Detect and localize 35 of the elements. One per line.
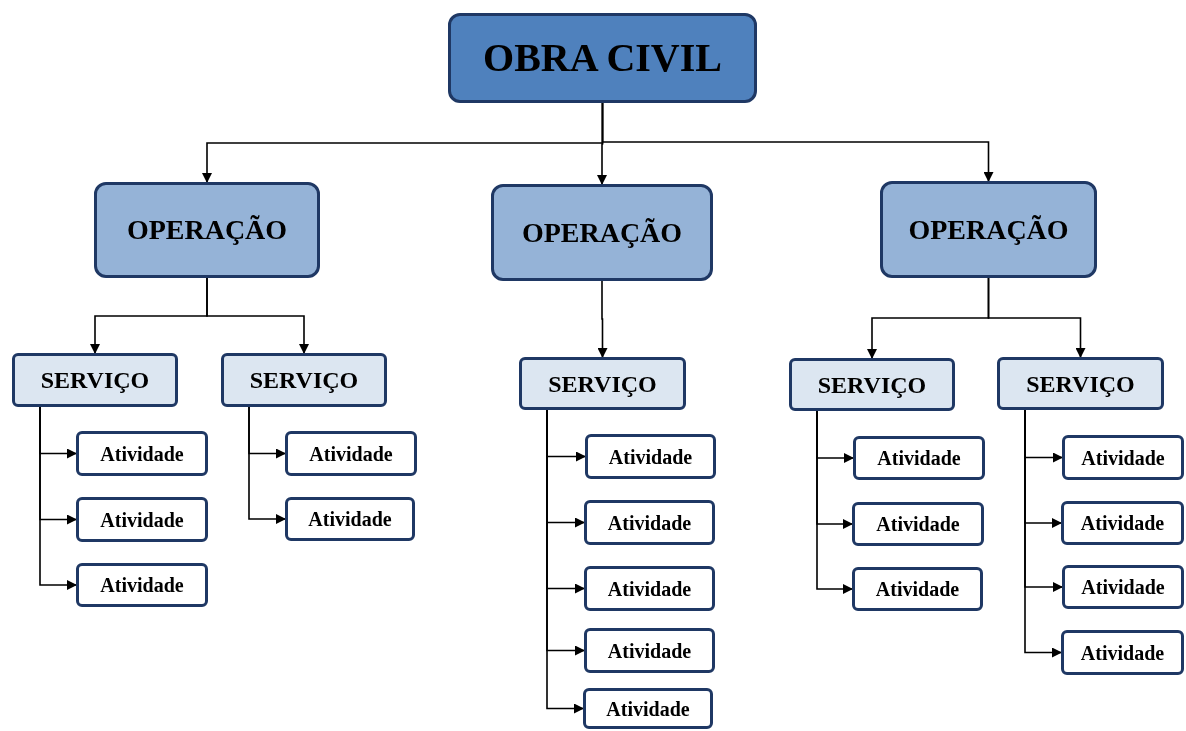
service-box: SERVIÇO (221, 353, 387, 407)
service-box: SERVIÇO (519, 357, 686, 410)
activity-box: Atividade (1062, 435, 1184, 480)
arrow (597, 280, 608, 358)
service-box: SERVIÇO (12, 353, 178, 407)
activity-box: Atividade (76, 563, 208, 607)
activity-box: Atividade (584, 566, 715, 611)
activity-box: Atividade (1062, 565, 1184, 609)
operation-box: OPERAÇÃO (491, 184, 713, 281)
arrow (546, 409, 584, 714)
activity-box: Atividade (1061, 630, 1184, 675)
activity-box: Atividade (585, 434, 716, 479)
arrow (816, 410, 853, 594)
activity-box: Atividade (76, 497, 208, 542)
activity-box: Atividade (584, 500, 715, 545)
activity-box: Atividade (852, 567, 983, 611)
arrow (1024, 409, 1062, 658)
operation-box: OPERAÇÃO (94, 182, 320, 278)
activity-box: Atividade (1061, 501, 1184, 545)
service-box: SERVIÇO (997, 357, 1164, 410)
service-box: SERVIÇO (789, 358, 955, 411)
arrow (206, 277, 309, 354)
activity-box: Atividade (853, 436, 985, 480)
root-box: OBRA CIVIL (448, 13, 757, 103)
activity-box: Atividade (76, 431, 208, 476)
activity-box: Atividade (852, 502, 984, 546)
arrow (39, 406, 77, 590)
operation-box: OPERAÇÃO (880, 181, 1097, 278)
arrow (601, 102, 994, 182)
arrow (248, 406, 286, 524)
activity-box: Atividade (583, 688, 713, 729)
activity-box: Atividade (285, 497, 415, 541)
activity-box: Atividade (285, 431, 417, 476)
activity-box: Atividade (584, 628, 715, 673)
arrow (987, 277, 1086, 358)
